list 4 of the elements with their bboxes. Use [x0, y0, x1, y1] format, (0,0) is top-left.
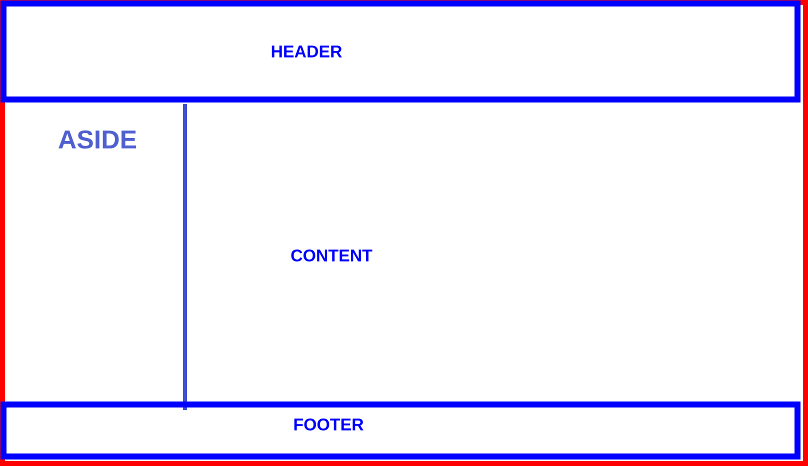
aside-region: ASIDE [58, 130, 136, 149]
header-box: HEADER [0, 0, 800, 102]
footer-box: FOOTER [0, 401, 800, 460]
content-region: CONTENT [291, 250, 372, 262]
